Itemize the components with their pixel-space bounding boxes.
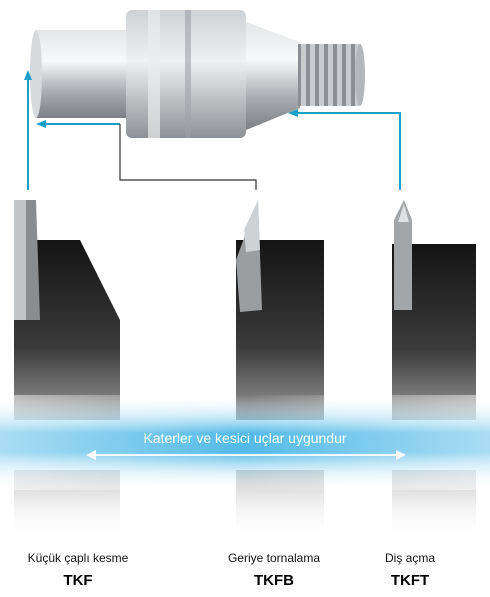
- banner-text: Katerler ve kesici uçlar uygundur: [143, 430, 347, 446]
- tool-holder-tkft: [392, 200, 476, 540]
- tool-3-code: TKFT: [390, 572, 430, 589]
- tool-2-code: TKFB: [254, 572, 294, 589]
- tool-1-code: TKF: [63, 572, 93, 589]
- double-arrow-icon: [86, 450, 406, 460]
- relation-arrows: [24, 70, 401, 190]
- workpiece-shaft: [30, 10, 365, 138]
- tool-3-description: Diş açma: [384, 551, 435, 565]
- tool-1-description: Küçük çaplı kesme: [27, 551, 129, 565]
- tool-2-description: Geriye tornalama: [227, 551, 321, 565]
- banner-band: [0, 395, 490, 490]
